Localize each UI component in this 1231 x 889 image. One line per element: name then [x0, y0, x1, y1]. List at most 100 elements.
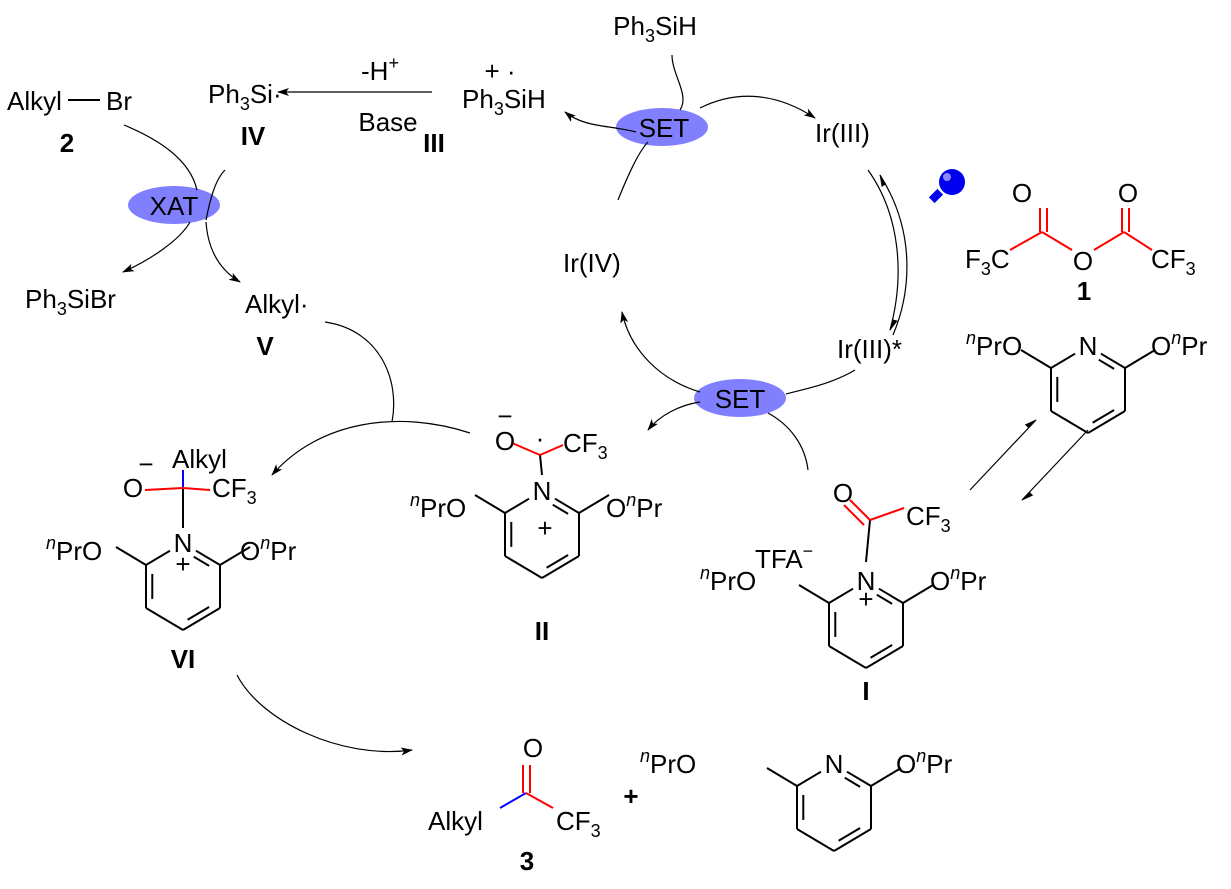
bonds [68, 99, 1156, 852]
label-part: Br [106, 86, 132, 116]
free-pyridine-bond [1100, 352, 1126, 369]
label-part: N [857, 566, 876, 596]
anhydride-bond [1093, 231, 1125, 251]
label-part: Pr [960, 566, 986, 596]
ir4-to-set [617, 141, 649, 201]
product-o: O [523, 733, 543, 763]
label-part: SiH [655, 11, 697, 41]
plus-sign: + [623, 781, 638, 811]
label-part: O [930, 566, 950, 596]
pyridine-opr-right: OnPr [1151, 328, 1208, 361]
label-part: 3 [941, 516, 951, 536]
pyridine-n: N [1079, 331, 1098, 361]
alkyl-radical-to-addition [324, 321, 395, 423]
anhydride-bond [1009, 231, 1043, 251]
label-part: SET [715, 384, 766, 414]
label-part: Pr [1181, 331, 1207, 361]
n-c-bond [539, 454, 543, 476]
light-bulb-icon [928, 169, 965, 204]
bulb-base-icon [928, 188, 944, 204]
label-part: Ph [462, 84, 494, 114]
set-ellipse-bottom [694, 379, 786, 417]
label-part: -H [361, 56, 388, 86]
label-part: n [260, 533, 270, 553]
label-part: O [1073, 246, 1093, 276]
byproduct-pyridine-bond [846, 770, 872, 787]
label-part: n [626, 490, 636, 510]
label-part: O [123, 473, 143, 503]
label-part: 3 [520, 846, 534, 876]
label-part: 1 [1077, 276, 1091, 306]
ketyl-radical-dot: · [536, 423, 545, 453]
ir-iv-label: Ir(IV) [563, 248, 621, 278]
c-o-bond [511, 442, 541, 456]
anhydride-bridge-o: O [1073, 246, 1093, 276]
II-to-VI-arrow [271, 420, 471, 476]
byproduct-pyridine-bond [833, 828, 872, 852]
label-part: CF [556, 806, 591, 836]
set-to-II-arrow [647, 401, 701, 431]
pyridinium-I-o-bond-right [902, 584, 934, 604]
alkyl-bromide-alkyl: Alkyl [7, 86, 62, 116]
pyridinium-I-bond [828, 645, 867, 669]
label-part: O [1118, 178, 1138, 208]
label-part: n [700, 563, 710, 583]
compound-label-I: I [862, 676, 869, 706]
silyl-radical-label: Ph3Si· [208, 79, 282, 114]
pyridinium-II-double-bond [552, 503, 569, 515]
label-part: III [423, 128, 445, 158]
label-part: CF [906, 501, 941, 531]
label-part: Pr [926, 749, 952, 779]
label-part: SiBr [67, 284, 116, 314]
label-part: 3 [240, 94, 250, 114]
label-part: − [497, 401, 512, 431]
pyridinium-I-bond [865, 645, 904, 669]
label-part: SiH [504, 84, 546, 114]
xat-to-alkyl-arrow [205, 221, 241, 283]
compound-label-1: 1 [1077, 276, 1091, 306]
label-part: Pr [270, 536, 296, 566]
free-pyridine-o-bond-left [1020, 349, 1052, 369]
acylpyridinium-n: N [857, 566, 876, 596]
pyridinium-VI-o-bond-right [219, 546, 251, 566]
pyridine-opr-left: nPrO [966, 328, 1022, 361]
label-part: Alkyl· [245, 289, 309, 319]
decay-arrow [867, 169, 899, 331]
label-part: CF [563, 428, 598, 458]
arrows [122, 54, 1089, 756]
label-part: 2 [60, 128, 74, 158]
pyridinium-II-bond [541, 555, 580, 579]
label-part: Ir(III)* [837, 334, 902, 364]
label-part: n [46, 533, 56, 553]
compound-label-III: III [423, 128, 445, 158]
acylpyridinium-cf3: CF3 [906, 501, 951, 536]
acyl-cf3-bond [869, 507, 905, 521]
label-part: O [833, 478, 853, 508]
label-part: 3 [57, 299, 67, 319]
adduct-cf3: CF3 [212, 473, 257, 508]
pyridinium-II-bond [554, 497, 580, 514]
c-o-bond [144, 487, 184, 491]
equilibrium-arrow [1021, 429, 1089, 501]
label-part: N [825, 749, 844, 779]
ir-iii-label: Ir(III) [815, 118, 870, 148]
label-part: PrO [650, 749, 696, 779]
pyridinium-II-bond [504, 497, 530, 514]
byproduct-pyridine-double-bond [838, 827, 861, 842]
byproduct-pyridine-bond [796, 828, 835, 852]
acylpyridinium-plus: + [858, 584, 873, 614]
byproduct-pyridine-o-bond-right [870, 767, 902, 787]
set-to-cation-arrow [564, 111, 637, 133]
label-part: Pr [636, 493, 662, 523]
set-to-ir3-arrow [699, 95, 816, 119]
free-pyridine-bond [1087, 410, 1126, 434]
label-part: TFA [755, 544, 803, 574]
label-part: 3 [591, 821, 601, 841]
set-ellipse-top [616, 108, 708, 146]
label-part: n [410, 490, 420, 510]
label-part: O [606, 493, 626, 523]
set-step-label-bottom: SET [715, 384, 766, 414]
label-part: + [175, 549, 190, 579]
